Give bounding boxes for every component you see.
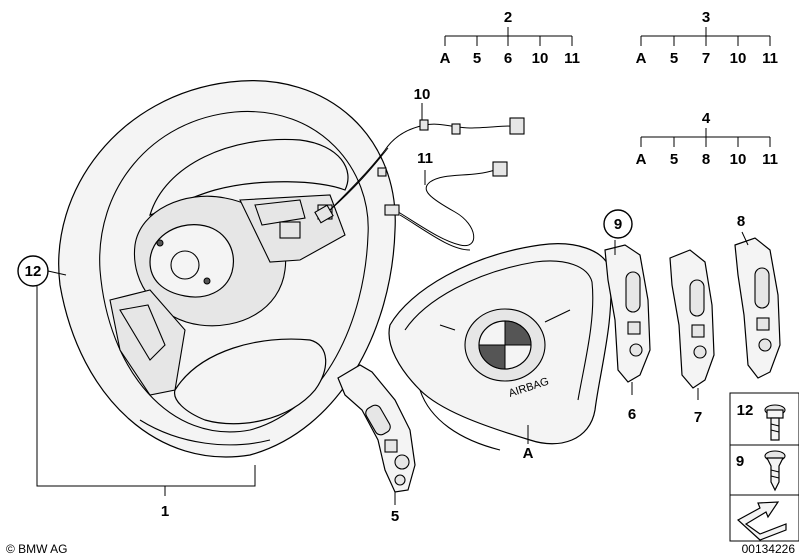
callout-7-label: 7: [694, 409, 702, 426]
callout-10-label: 10: [414, 86, 431, 103]
tree-3-leaf: 5: [670, 50, 678, 67]
tree-4-leaf: A: [636, 151, 647, 168]
tree-3: 3 A 5 7 10 11: [636, 9, 778, 67]
tree-2-leaf: A: [440, 50, 451, 67]
steering-wheel: [58, 80, 396, 458]
tree-2-root: 2: [504, 9, 512, 26]
copyright-text: © BMW AG: [6, 542, 68, 556]
callout-1-label: 1: [161, 503, 169, 520]
callout-5-label: 5: [391, 508, 399, 525]
fastener-9-label: 9: [736, 453, 744, 470]
arrow-direction-icon: [736, 501, 787, 541]
callout-9-label: 9: [614, 216, 622, 233]
direction-box: [729, 494, 799, 542]
tree-2-leaf: 6: [504, 50, 512, 67]
torx-bolt-icon: [764, 404, 786, 441]
tree-2-leaf: 11: [564, 50, 580, 67]
tree-4-root: 4: [702, 110, 711, 127]
callout-1: 1: [36, 286, 256, 520]
drawing-number: 00134226: [742, 542, 796, 556]
button-module-7: 7: [669, 249, 715, 426]
tree-3-leaf: A: [636, 50, 647, 67]
tree-3-leaf: 7: [702, 50, 710, 67]
tree-4-leaf: 5: [670, 151, 678, 168]
callout-12: 12: [17, 255, 67, 287]
self-tapping-screw-icon: [764, 450, 786, 492]
fastener-box-9: 9: [729, 444, 799, 496]
airbag-module: AIRBAG A: [388, 243, 612, 462]
callout-9-circle: [603, 209, 633, 239]
tree-3-root: 3: [702, 9, 710, 26]
tree-4-leaf: 11: [762, 151, 778, 168]
callout-8-label: 8: [737, 213, 745, 230]
callout-11-label: 11: [417, 150, 433, 167]
tree-4-leaf: 8: [702, 151, 710, 168]
tree-4-leaf: 10: [730, 151, 747, 168]
callout-12-label: 12: [25, 263, 42, 280]
callout-6-label: 6: [628, 406, 636, 423]
button-module-5: 5: [337, 364, 416, 525]
callout-A-label: A: [523, 445, 534, 462]
tree-2: 2 A 5 6 10 11: [440, 9, 580, 67]
button-module-6: 9 6: [603, 209, 651, 423]
button-module-8: 8: [734, 213, 781, 379]
tree-2-leaf: 10: [532, 50, 549, 67]
tree-2-leaf: 5: [473, 50, 481, 67]
cable-harness-11: 11: [384, 150, 508, 251]
tree-3-leaf: 11: [762, 50, 778, 67]
tree-3-leaf: 10: [730, 50, 747, 67]
fastener-12-label: 12: [737, 402, 754, 419]
fastener-box-12: 12: [729, 392, 799, 446]
tree-4: 4 A 5 8 10 11: [636, 110, 778, 168]
cable-harness-10: 10: [314, 86, 525, 224]
